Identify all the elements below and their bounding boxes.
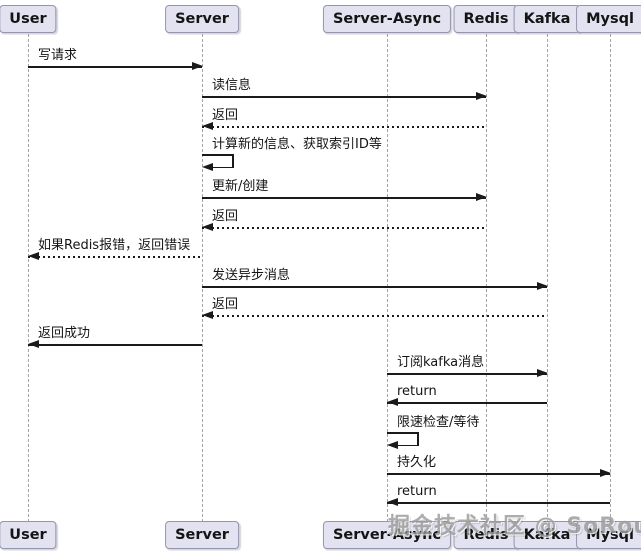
message-rate-limit-self: 限速检查/等待: [387, 415, 547, 449]
arrow-line: [387, 502, 610, 504]
arrow-line: [202, 126, 486, 128]
arrow-line: [202, 96, 486, 98]
arrowhead: [202, 162, 213, 171]
arrow-line: [387, 473, 610, 475]
arrowhead: [192, 62, 203, 70]
message-label: 订阅kafka消息: [397, 355, 485, 370]
arrowhead: [600, 469, 611, 477]
participant-bottom-user: User: [0, 521, 57, 549]
message-label: 如果Redis报错，返回错误: [38, 238, 191, 253]
arrowhead: [387, 398, 398, 406]
arrowhead: [476, 92, 487, 100]
arrowhead: [202, 311, 213, 319]
arrowhead: [202, 122, 213, 130]
arrow-line: [202, 315, 547, 317]
arrow-line: [387, 373, 547, 375]
arrowhead: [28, 252, 39, 260]
watermark: 掘金技术社区 @ SoRound: [388, 514, 641, 539]
message-label: 读信息: [212, 78, 252, 93]
message-label: 限速检查/等待: [397, 415, 480, 430]
message-label: 更新/创建: [212, 179, 269, 194]
arrow-line: [202, 286, 547, 288]
message-label: 发送异步消息: [212, 268, 291, 283]
lifeline-redis: [486, 34, 487, 522]
lifeline-mysql: [610, 34, 611, 522]
participant-bottom-kafka: Kafka: [513, 521, 581, 549]
self-loop-line: [387, 432, 418, 434]
arrow-line: [202, 197, 486, 199]
participant-bottom-mysql: Mysql: [576, 521, 641, 549]
arrowhead: [387, 440, 398, 449]
message-label: 写请求: [38, 48, 78, 63]
arrowhead: [537, 369, 548, 377]
participant-top-server-async: Server-Async: [322, 5, 452, 33]
message-label: 持久化: [397, 455, 437, 470]
arrow-line: [202, 227, 486, 229]
participant-top-server: Server: [165, 5, 239, 33]
lifeline-user: [28, 34, 29, 522]
self-loop-line: [232, 154, 234, 168]
arrow-line: [28, 344, 202, 346]
participant-bottom-server-async: Server-Async: [322, 521, 452, 549]
participant-top-redis: Redis: [453, 5, 519, 33]
participant-top-user: User: [0, 5, 57, 33]
message-label: 返回: [212, 108, 239, 123]
lifeline-kafka: [547, 34, 548, 522]
arrow-line: [28, 66, 202, 68]
lifeline-server-async: [387, 34, 388, 522]
self-loop-line: [202, 154, 233, 156]
arrowhead: [537, 282, 548, 290]
self-loop-line: [397, 444, 418, 447]
arrowhead: [387, 498, 398, 506]
message-label: 返回成功: [38, 326, 91, 341]
arrow-line: [28, 256, 202, 258]
arrow-line: [387, 402, 547, 404]
arrowhead: [476, 193, 487, 201]
arrowhead: [28, 340, 39, 348]
participant-top-mysql: Mysql: [576, 5, 641, 33]
participant-bottom-server: Server: [165, 521, 239, 549]
message-compute-self: 计算新的信息、获取索引ID等: [202, 137, 422, 171]
message-label: return: [397, 384, 437, 399]
arrowhead: [202, 223, 213, 231]
message-label: 计算新的信息、获取索引ID等: [212, 137, 382, 152]
message-label: 返回: [212, 297, 239, 312]
message-label: 返回: [212, 209, 239, 224]
message-label: return: [397, 484, 437, 499]
lifeline-server: [202, 34, 203, 522]
participant-bottom-redis: Redis: [453, 521, 519, 549]
self-loop-line: [417, 432, 419, 446]
participant-top-kafka: Kafka: [513, 5, 581, 33]
self-loop-line: [212, 166, 233, 169]
